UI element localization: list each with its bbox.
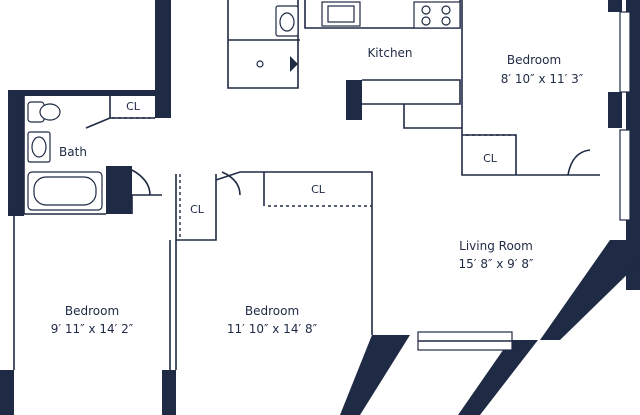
- wall-bath-bottom-right: [106, 166, 132, 214]
- bedroom-ne-name: Bedroom: [507, 53, 561, 67]
- stove-icon: [413, 1, 461, 29]
- closet-label-bath: CL: [126, 100, 141, 113]
- bedroom-ne-dims: 8′ 10″ x 11′ 3″: [501, 72, 584, 86]
- wall-diagonal-east: [540, 240, 640, 340]
- wall-south-right: [458, 340, 538, 415]
- sink-icon: [27, 131, 51, 163]
- shower-drain-icon: [256, 56, 298, 72]
- wall-bath-top: [8, 90, 168, 96]
- closet-label-hall: CL: [190, 203, 205, 216]
- living-room-dims: 15′ 8″ x 9′ 8″: [459, 257, 534, 271]
- partitions: [13, 0, 600, 370]
- kitchen-sink-icon: [321, 1, 361, 27]
- bedroom-sw-name: Bedroom: [65, 304, 119, 318]
- bath-name: Bath: [59, 145, 87, 159]
- wall-west-lower: [0, 370, 14, 415]
- wall-top-left-column: [155, 0, 171, 118]
- room-labels: Kitchen Bedroom 8′ 10″ x 11′ 3″ Bath Liv…: [51, 46, 584, 336]
- bathtub-icon: [27, 171, 103, 211]
- bedroom-sw-dims: 9′ 11″ x 14′ 2″: [51, 322, 134, 336]
- wall-bedroom-ne-window-pier-mid: [608, 92, 622, 128]
- wall-bath-left: [8, 90, 24, 216]
- wall-bedroom-divider: [162, 370, 176, 415]
- powder-sink-icon: [275, 5, 299, 37]
- fixtures: [27, 1, 631, 351]
- wall-diagonal-south: [340, 335, 410, 415]
- closet-label-bedroom-ne: CL: [483, 152, 498, 165]
- toilet-icon: [27, 101, 61, 123]
- closet-rods: [112, 117, 516, 240]
- living-room-name: Living Room: [459, 239, 533, 253]
- kitchen-name: Kitchen: [367, 46, 412, 60]
- bedroom-s-name: Bedroom: [245, 304, 299, 318]
- closet-label-bedroom-s: CL: [311, 183, 326, 196]
- bedroom-s-dims: 11′ 10″ x 14′ 8″: [227, 322, 318, 336]
- wall-bedroom-ne-window-pier-top: [608, 0, 622, 12]
- wall-kitchen-counter-end: [346, 80, 362, 120]
- window-icon: [417, 11, 631, 351]
